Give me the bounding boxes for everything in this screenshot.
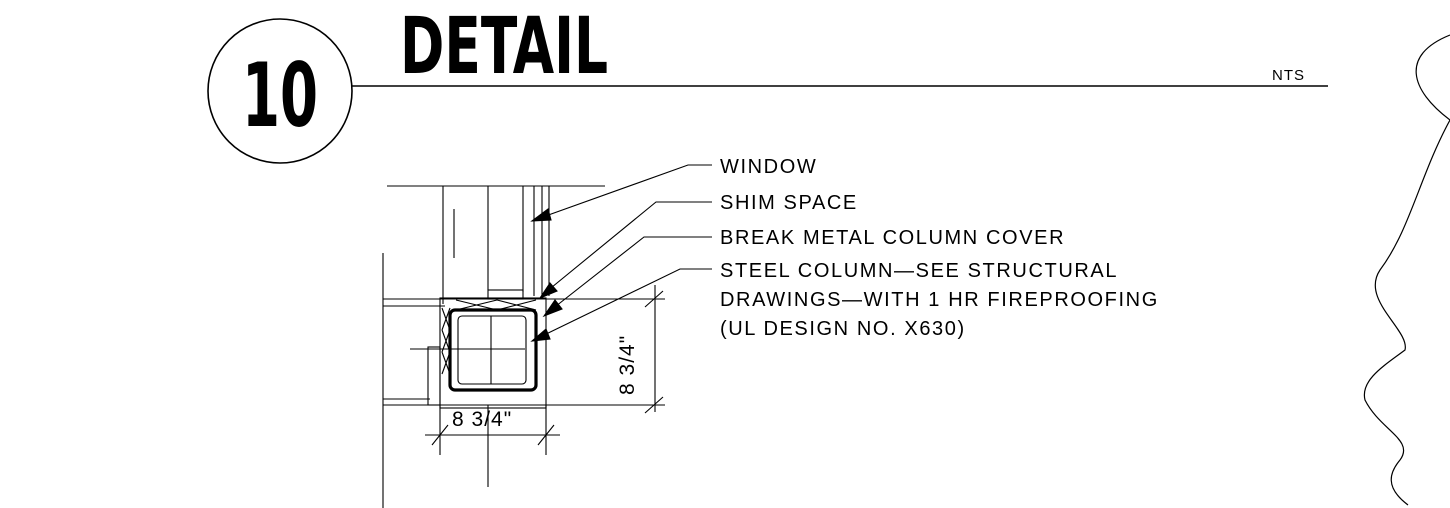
callout-break-metal-cover: BREAK METAL COLUMN COVER [720,227,1065,249]
callout-steel-column-line3: (UL DESIGN NO. X630) [720,318,966,340]
dimension-vertical: 8 3/4" [616,335,639,395]
dimension-lines [425,285,664,455]
dimension-horizontal: 8 3/4" [452,408,512,431]
detail-bubble [207,18,353,164]
detail-title: DETAIL [400,2,608,92]
callout-steel-column: STEEL COLUMN—SEE STRUCTURAL [720,260,1118,282]
detail-number: 10 [242,44,318,147]
scale-note: NTS [1272,67,1305,84]
callout-shim-space: SHIM SPACE [720,192,858,214]
leader-lines [530,164,712,342]
match-line [1363,34,1450,506]
callout-steel-column-line2: DRAWINGS—WITH 1 HR FIREPROOFING [720,289,1159,311]
callout-window: WINDOW [720,156,817,178]
